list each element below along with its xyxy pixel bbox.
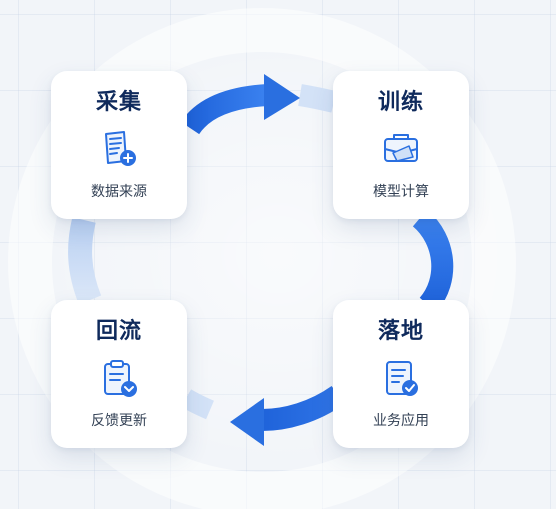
stage-title: 采集 xyxy=(95,90,142,115)
stage-subtitle: 反馈更新 xyxy=(91,413,147,429)
stage-subtitle: 业务应用 xyxy=(373,413,429,429)
stage-title: 落地 xyxy=(377,319,424,344)
halo-ring xyxy=(8,8,516,509)
connector-left-fade xyxy=(68,217,102,305)
arrow-deploy-to-return xyxy=(261,385,345,431)
document-check-icon xyxy=(386,361,418,396)
stage-title: 训练 xyxy=(377,90,424,115)
stage-subtitle: 模型计算 xyxy=(373,184,429,200)
briefcase-icon xyxy=(384,134,418,162)
stage-card-train[interactable]: 训练 模型计算 xyxy=(333,71,469,219)
stage-card-collect[interactable]: 采集 数据来源 xyxy=(51,71,187,219)
stage-title: 回流 xyxy=(95,319,142,344)
connector-top-fade xyxy=(298,84,337,113)
stage-card-deploy[interactable]: 落地 业务应用 xyxy=(333,300,469,448)
stage-subtitle: 数据来源 xyxy=(91,184,147,200)
stage-card-return[interactable]: 回流 反馈更新 xyxy=(51,300,187,448)
arrow-head-train xyxy=(264,74,300,120)
document-stack-plus-icon xyxy=(105,131,136,166)
clipboard-download-icon xyxy=(104,360,137,397)
arrow-collect-to-train xyxy=(180,84,269,135)
connector-bottom-fade xyxy=(180,389,214,420)
arrow-train-to-deploy xyxy=(412,209,454,313)
arrow-head-return xyxy=(230,398,264,446)
